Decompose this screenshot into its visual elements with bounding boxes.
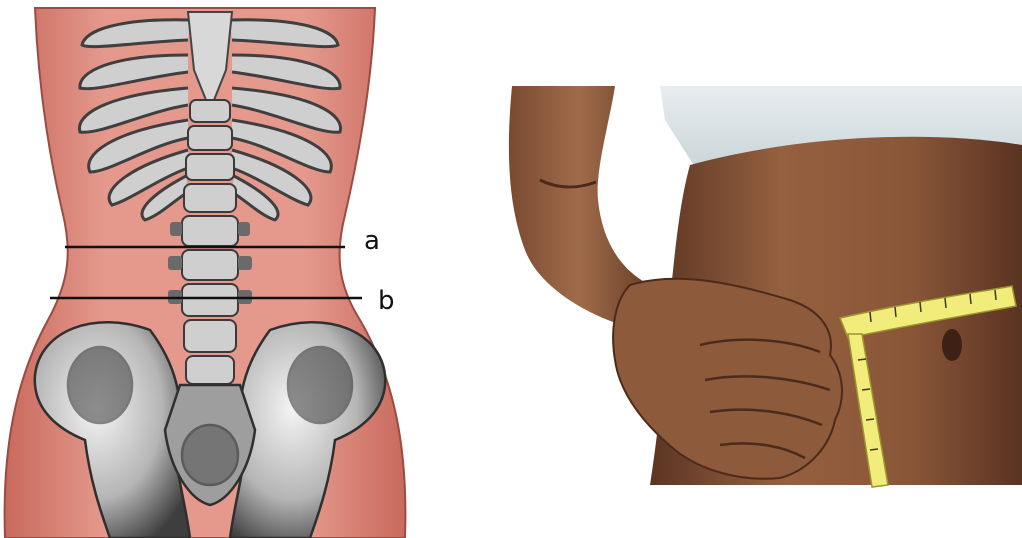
spine: [182, 100, 238, 384]
torso-skeleton-drawing: [0, 0, 460, 538]
label-b: b: [378, 286, 395, 316]
label-a: a: [364, 226, 380, 256]
waist-measurement-photo: [500, 0, 1022, 538]
photo-illustration: [500, 0, 1022, 538]
anatomy-illustration: a b: [0, 0, 460, 538]
hand: [613, 279, 842, 479]
navel: [942, 329, 962, 361]
